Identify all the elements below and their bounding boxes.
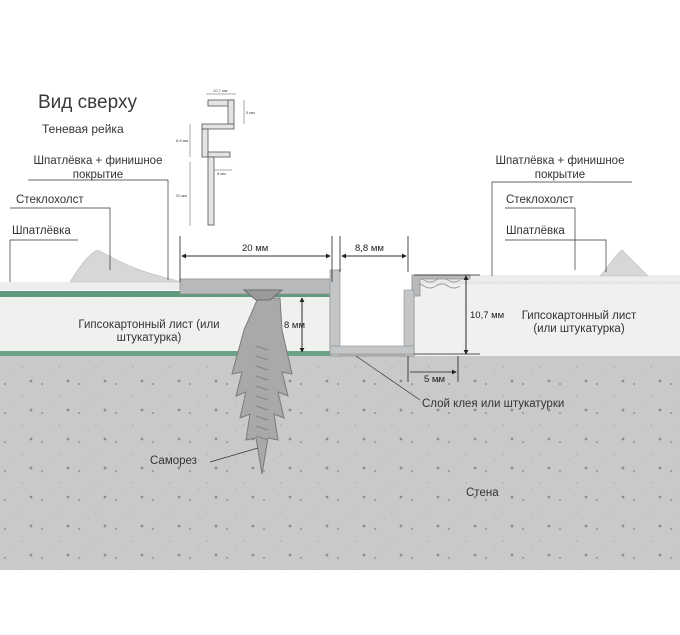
dim-channel-width: 8,8 мм xyxy=(355,243,384,254)
label-fiberglass-left: Стеклохолст xyxy=(16,194,84,206)
dim-board-thickness: 8 мм xyxy=(284,320,305,331)
profile-thumbnail xyxy=(201,99,235,226)
label-fiberglass-right: Стеклохолст xyxy=(506,194,574,206)
screw-head xyxy=(242,289,284,301)
label-glue-layer: Слой клея или штукатурки xyxy=(422,398,565,410)
label-drywall-right: Гипсокартонный лист (или штукатурка) xyxy=(521,310,637,335)
profile-dim-left: 8,8 мм xyxy=(176,138,189,143)
dim-offset: 5 мм xyxy=(424,374,445,385)
profile-dim-right: 5 мм xyxy=(246,110,255,115)
dim-flange-width: 20 мм xyxy=(242,243,269,254)
page-title: Вид сверху xyxy=(38,92,137,113)
profile-dim-bottom: 8 мм xyxy=(217,171,226,176)
label-putty-finish-right: Шпатлёвка + финишное покрытие xyxy=(495,155,625,181)
label-wall: Стена xyxy=(466,487,499,499)
label-putty-left: Шпатлёвка xyxy=(12,225,71,237)
page-subtitle: Теневая рейка xyxy=(42,122,124,136)
putty-mound-left xyxy=(69,249,181,283)
dowel xyxy=(231,297,293,475)
label-drywall-left: Гипсокартонный лист (или штукатурка) xyxy=(78,319,220,344)
fiberglass-layer-left xyxy=(0,291,332,297)
label-putty-finish-left: Шпатлёвка + финишное покрытие xyxy=(33,155,163,181)
label-putty-right: Шпатлёвка xyxy=(506,225,565,237)
profile-dim-top: 10,7 мм xyxy=(213,88,228,93)
profile-dim-length: 20 мм xyxy=(176,193,188,198)
putty-mound-right xyxy=(599,249,649,277)
dim-profile-depth: 10,7 мм xyxy=(470,310,505,321)
label-screw: Саморез xyxy=(150,455,197,467)
fiberglass-layer-bottom xyxy=(0,351,332,356)
